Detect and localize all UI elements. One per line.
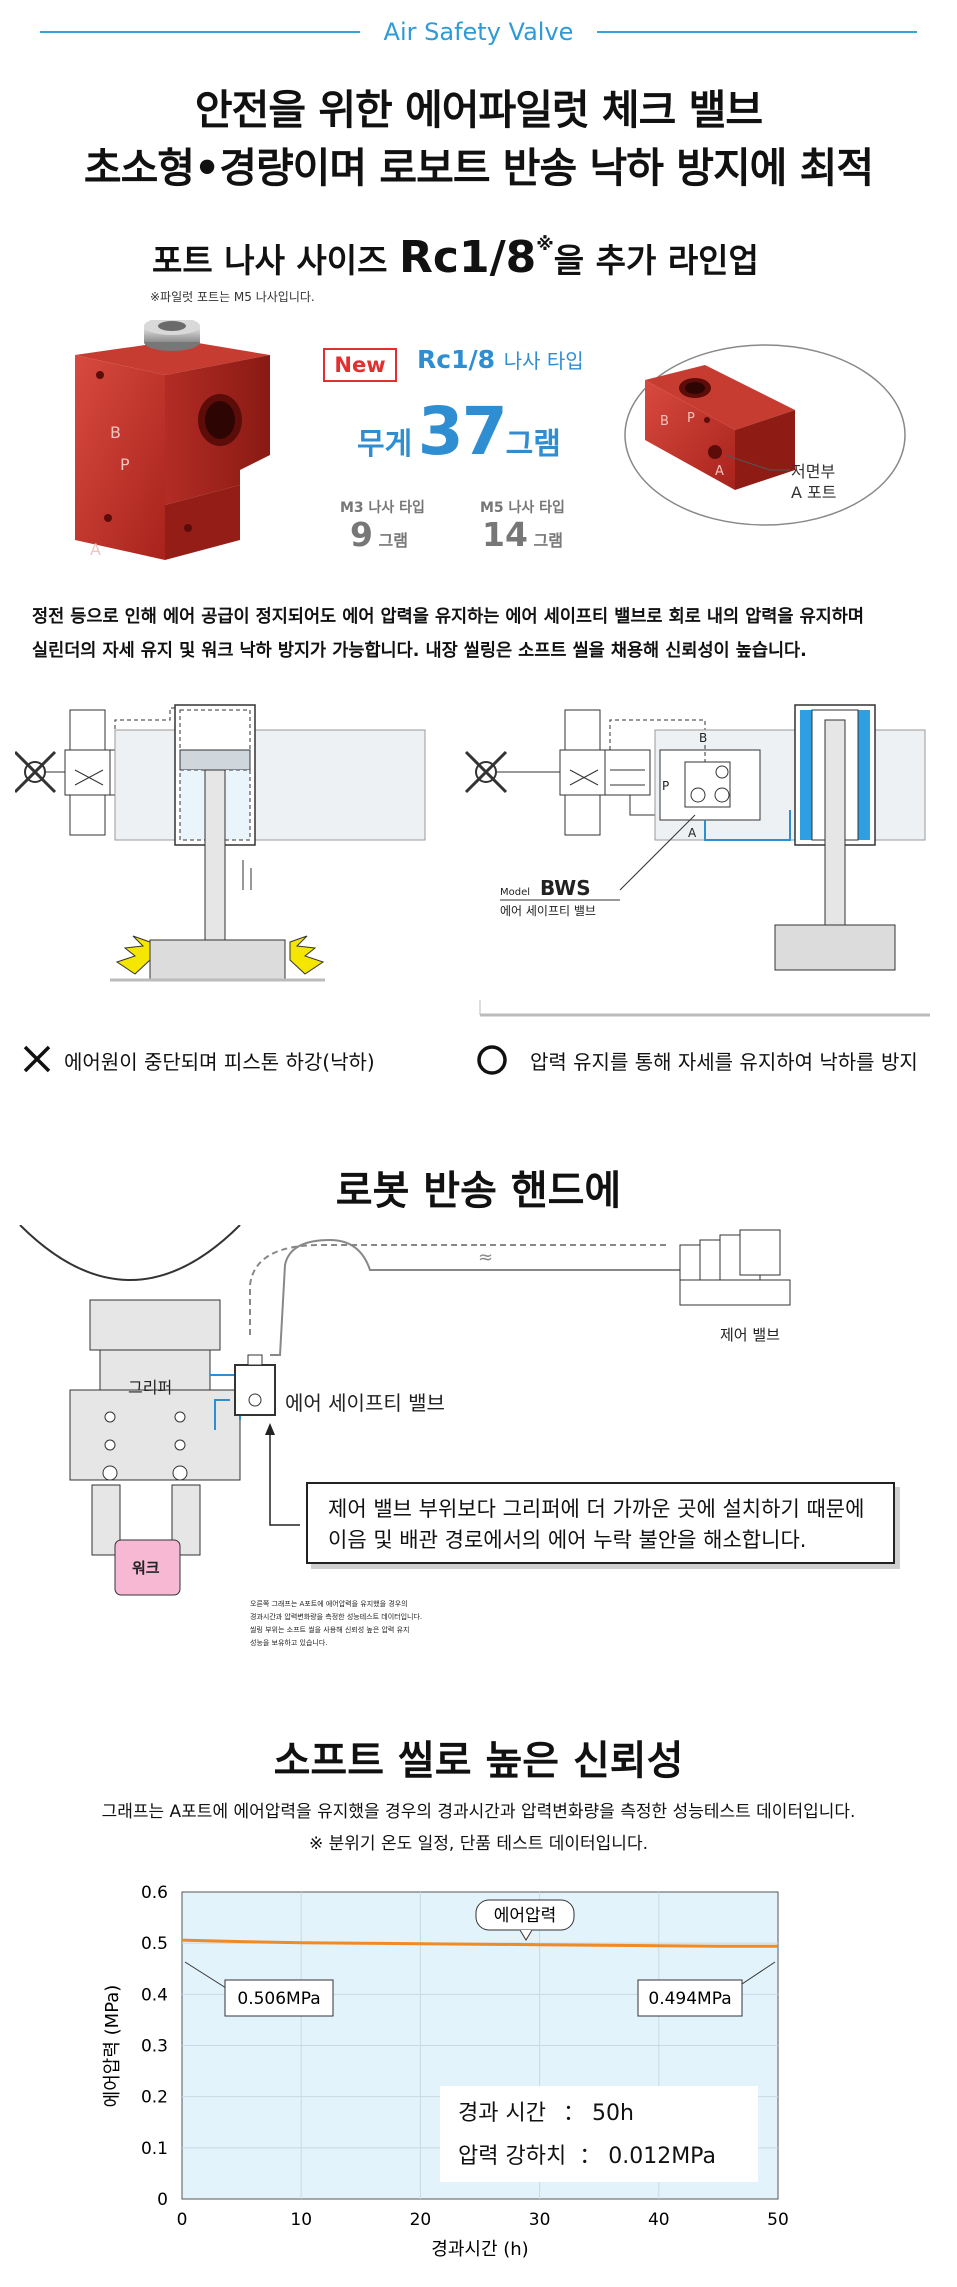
caption-with-valve: 압력 유지를 통해 자세를 유지하여 낙하를 방지 bbox=[530, 1050, 918, 1074]
lineup-suffix: 을 추가 라인업 bbox=[553, 241, 759, 280]
title-line-2: 초소형•경량이며 로보트 반송 낙하 방지에 최적 bbox=[83, 144, 874, 192]
drop-value: 0.012MPa bbox=[608, 2144, 716, 2169]
series-line bbox=[181, 1938, 778, 1948]
svg-text:압력 강하치 ： 0.012MPa: 압력 강하치 ： 0.012MPa bbox=[458, 2144, 716, 2169]
model-name: BWS bbox=[540, 876, 591, 900]
title-line-1: 안전을 위한 에어파일럿 체크 밸브 bbox=[194, 86, 763, 134]
elapsed-label: 경과 시간 bbox=[458, 2101, 546, 2126]
new-type: Rc1/8 나사 타입 bbox=[417, 345, 584, 374]
callout-box: 제어 밸브 부위보다 그리퍼에 더 가까운 곳에 설치하기 때문에 이음 및 배… bbox=[306, 1482, 895, 1564]
m3-unit: 그램 bbox=[378, 531, 408, 550]
gripper-label: 그리퍼 bbox=[128, 1378, 172, 1397]
circuit-diagram-without-valve bbox=[15, 704, 426, 982]
product-image-main: P B A bbox=[75, 320, 270, 560]
end-label: 0.494MPa bbox=[648, 1989, 731, 2009]
valve-port-p: P bbox=[662, 779, 669, 793]
product-label-b: B bbox=[110, 423, 121, 442]
product-image-bottom-view: B P A 저면부 A 포트 bbox=[624, 344, 906, 526]
weight-unit: 그램 bbox=[505, 427, 561, 462]
new-badge: New bbox=[323, 348, 397, 382]
y-tick-label: 0.3 bbox=[141, 2037, 168, 2057]
weight-value: 37 bbox=[417, 393, 508, 470]
start-label: 0.506MPa bbox=[237, 1989, 320, 2009]
description-line-2: 실린더의 자세 유지 및 워크 낙하 방지가 가능합니다. 내장 씰링은 소프트… bbox=[32, 641, 807, 661]
drop-label: 압력 강하치 bbox=[458, 2144, 566, 2169]
svg-text:≈: ≈ bbox=[478, 1247, 493, 1268]
weight-display: 무게 37그램 bbox=[357, 393, 561, 470]
m3-weight: 9 그램 bbox=[350, 515, 408, 554]
tiny-note: 오른쪽 그래프는 A포트에 에어압력을 유지했을 경우의 경과시간과 압력변화량… bbox=[250, 1598, 480, 1650]
work-label: 워크 bbox=[132, 1559, 160, 1577]
x-tick-label: 20 bbox=[410, 2210, 432, 2230]
svg-text:경과 시간 ： 50h: 경과 시간 ： 50h bbox=[458, 2101, 634, 2126]
reliability-desc-2: ※ 분위기 온도 일정, 단품 테스트 데이터입니다. bbox=[309, 1834, 648, 1854]
description-line-1: 정전 등으로 인해 에어 공급이 정지되어도 에어 압력을 유지하는 에어 세이… bbox=[32, 607, 864, 627]
callout-line-1: 제어 밸브 부위보다 그리퍼에 더 가까운 곳에 설치하기 때문에 bbox=[328, 1497, 865, 1521]
x-tick-label: 10 bbox=[290, 2210, 312, 2230]
lineup-heading: 포트 나사 사이즈 Rc1/8※을 추가 라인업 bbox=[152, 232, 759, 283]
m5-weight: 14 그램 bbox=[482, 515, 563, 554]
safety-valve-label: 에어 세이프티 밸브 bbox=[285, 1391, 445, 1415]
m3-type-label: M3 나사 타입 bbox=[340, 500, 425, 516]
pressure-chart: 0 0.1 0.2 0.3 0.4 0.5 0.6 0 10 20 30 40 50 에어압력 0.5… bbox=[102, 1883, 789, 2260]
brand-line: Air Safety Valve bbox=[383, 18, 574, 46]
new-type-size: Rc1/8 bbox=[417, 345, 495, 374]
new-type-suffix: 나사 타입 bbox=[503, 349, 584, 373]
x-tick-label: 50 bbox=[767, 2210, 789, 2230]
m5-type-label: M5 나사 타입 bbox=[480, 500, 565, 516]
tiny-note-2: 경과시간과 압력변화량을 측정한 성능테스트 데이터입니다. bbox=[250, 1613, 423, 1621]
product-label-p: P bbox=[120, 455, 130, 474]
x-tick-label: 0 bbox=[177, 2210, 188, 2230]
x-tick-label: 30 bbox=[529, 2210, 551, 2230]
caption-without-valve: 에어원이 중단되며 피스톤 하강(낙하) bbox=[64, 1050, 375, 1074]
y-tick-label: 0.6 bbox=[141, 1883, 168, 1903]
reliability-title: 소프트 씰로 높은 신뢰성 bbox=[273, 1738, 684, 1784]
header-line-left bbox=[40, 31, 360, 33]
x-tick-label: 40 bbox=[648, 2210, 670, 2230]
header-line-right bbox=[597, 31, 917, 33]
valve-port-a: A bbox=[688, 826, 697, 840]
reliability-desc-1: 그래프는 A포트에 에어압력을 유지했을 경우의 경과시간과 압력변화량을 측정… bbox=[101, 1802, 856, 1822]
cross-mark-icon bbox=[23, 1045, 51, 1073]
y-tick-label: 0.5 bbox=[141, 1934, 168, 1954]
y-tick-label: 0.4 bbox=[141, 1985, 168, 2005]
m3-value: 9 bbox=[350, 515, 373, 554]
callout-line-2: 이음 및 배관 경로에서의 에어 누락 불안을 해소합니다. bbox=[328, 1528, 807, 1552]
callout-text: 제어 밸브 부위보다 그리퍼에 더 가까운 곳에 설치하기 때문에 이음 및 배… bbox=[328, 1494, 864, 1556]
x-axis-label: 경과시간 (h) bbox=[431, 2239, 528, 2260]
lineup-mark: ※ bbox=[536, 234, 554, 255]
m5-value: 14 bbox=[482, 515, 528, 554]
robot-section-title: 로봇 반송 핸드에 bbox=[335, 1168, 622, 1214]
bottom-view-label-b: B bbox=[660, 414, 669, 429]
tiny-note-3: 씰링 부위는 소프트 씰을 사용해 신뢰성 높은 압력 유지 bbox=[250, 1626, 410, 1634]
m5-unit: 그램 bbox=[533, 531, 563, 550]
lineup-prefix: 포트 나사 사이즈 bbox=[152, 241, 388, 280]
tiny-note-1: 오른쪽 그래프는 A포트에 에어압력을 유지했을 경우의 bbox=[250, 1600, 408, 1608]
y-tick-label: 0.1 bbox=[141, 2139, 168, 2159]
product-label-a: A bbox=[90, 540, 101, 559]
bottom-view-label-1: 저면부 bbox=[791, 462, 835, 481]
robot-hand-diagram: 그리퍼 워크 ≈ 에어 세이프티 밸브 제어 밸브 bbox=[19, 1225, 791, 1596]
lineup-size: Rc1/8 bbox=[399, 232, 537, 283]
description-paragraph: 정전 등으로 인해 에어 공급이 정지되어도 에어 압력을 유지하는 에어 세이… bbox=[32, 600, 932, 668]
drop-sep: ： bbox=[579, 2144, 601, 2169]
elapsed-sep: ： bbox=[563, 2101, 585, 2126]
circle-mark-icon bbox=[477, 1045, 507, 1075]
model-desc: 에어 세이프티 밸브 bbox=[500, 904, 596, 918]
lineup-note: ※파일럿 포트는 M5 나사입니다. bbox=[150, 290, 315, 304]
y-tick-label: 0.2 bbox=[141, 2088, 168, 2108]
control-valve-label: 제어 밸브 bbox=[720, 1326, 780, 1344]
circuit-diagram-with-valve: B P A Model BWS 에어 세이프티 밸브 bbox=[464, 704, 930, 1017]
model-prefix: Model bbox=[500, 887, 530, 898]
bottom-view-label-p: P bbox=[687, 411, 695, 426]
weight-label: 무게 bbox=[357, 427, 413, 462]
valve-port-b: B bbox=[699, 731, 707, 745]
y-axis-label: 에어압력 (MPa) bbox=[102, 1985, 123, 2108]
bottom-view-label-a: A bbox=[715, 464, 724, 479]
bottom-view-label-2: A 포트 bbox=[791, 483, 836, 502]
tiny-note-4: 성능을 보유하고 있습니다. bbox=[250, 1639, 328, 1647]
series-name: 에어압력 bbox=[494, 1906, 557, 1926]
y-tick-label: 0 bbox=[157, 2190, 168, 2210]
elapsed-value: 50h bbox=[592, 2101, 634, 2126]
